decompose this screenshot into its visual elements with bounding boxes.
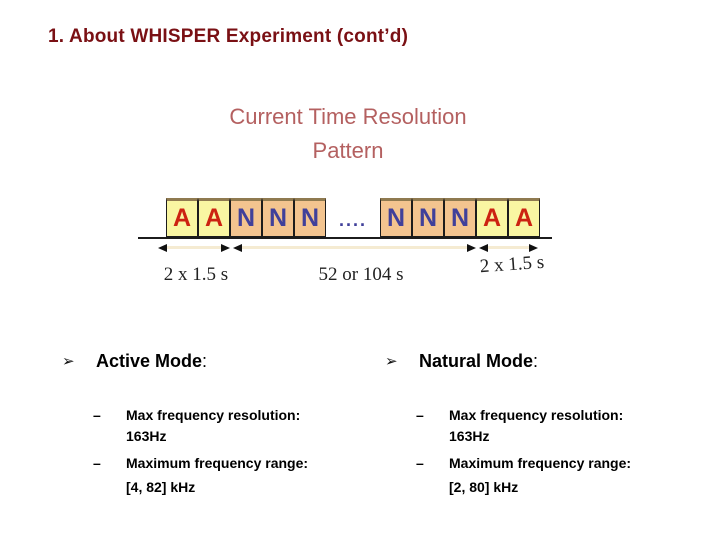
timeline-cell-natural: N — [294, 198, 326, 237]
interval-label-middle: 52 or 104 s — [318, 264, 404, 285]
arrow-shaft — [242, 246, 467, 249]
time-resolution-diagram: A A N N N .... N N N A A — [0, 190, 720, 300]
arrowhead-right-icon — [529, 243, 538, 252]
item-label: Maximum frequency range: — [449, 455, 632, 471]
arrowhead-left-icon — [158, 243, 167, 252]
timeline-ellipsis: .... — [338, 210, 367, 230]
dash-bullet: – — [416, 455, 424, 471]
arrow-bullet-icon: ➢ — [62, 353, 75, 370]
timeline-gap: .... — [326, 198, 380, 237]
item-value: 163Hz — [126, 428, 167, 444]
timeline-cells: A A N N N .... N N N A A — [166, 198, 540, 237]
section-heading-row: ➢ Natural Mode: — [385, 351, 697, 372]
item-label: Maximum frequency range: — [126, 455, 309, 471]
timeline-cell-active: A — [198, 198, 230, 237]
list-item: – Maximum frequency range: [4, 82] kHz — [93, 453, 367, 498]
item-label: Max frequency resolution: — [126, 407, 301, 423]
section-heading-colon: : — [202, 351, 208, 371]
item-value: 163Hz — [449, 428, 490, 444]
timeline-cell-natural: N — [380, 198, 412, 237]
list-item: – Max frequency resolution: 163Hz — [93, 405, 367, 453]
interval-label-left: 2 x 1.5 s — [163, 264, 229, 285]
item-value: [2, 80] kHz — [449, 479, 519, 495]
interval-arrow-left — [158, 243, 230, 252]
page-title: 1. About WHISPER Experiment (cont’d) — [48, 26, 409, 47]
section-heading-label: Natural Mode — [419, 351, 534, 371]
section-items: – Max frequency resolution: 163Hz – Maxi… — [62, 405, 367, 498]
dash-bullet: – — [416, 407, 424, 423]
section-heading-row: ➢ Active Mode: — [62, 351, 367, 372]
arrowhead-left-icon — [479, 243, 488, 252]
list-item: – Max frequency resolution: 163Hz — [416, 405, 697, 453]
list-item: – Maximum frequency range: [2, 80] kHz — [416, 453, 697, 498]
timeline-cell-natural: N — [230, 198, 262, 237]
arrow-shaft — [167, 246, 221, 249]
timeline-cell-active: A — [508, 198, 540, 237]
dash-bullet: – — [93, 455, 101, 471]
timeline-cell-natural: N — [444, 198, 476, 237]
item-value: [4, 82] kHz — [126, 479, 196, 495]
section-heading-label: Active Mode — [96, 351, 203, 371]
timeline-cell-natural: N — [412, 198, 444, 237]
interval-arrow-middle — [233, 243, 476, 252]
arrowhead-right-icon — [221, 243, 230, 252]
timeline-axis — [138, 237, 552, 239]
item-label: Max frequency resolution: — [449, 407, 624, 423]
natural-mode-section: ➢ Natural Mode: – Max frequency resoluti… — [385, 351, 697, 498]
interval-label-right: 2 x 1.5 s — [479, 251, 545, 278]
arrowhead-right-icon — [467, 243, 476, 252]
timeline-cell-active: A — [476, 198, 508, 237]
section-heading: Natural Mode: — [419, 351, 538, 372]
arrow-bullet-icon: ➢ — [385, 353, 398, 370]
subtitle-line-1: Current Time Resolution — [229, 104, 467, 129]
active-mode-section: ➢ Active Mode: – Max frequency resolutio… — [62, 351, 367, 498]
interval-arrow-right — [479, 243, 538, 252]
dash-bullet: – — [93, 407, 101, 423]
timeline-cell-natural: N — [262, 198, 294, 237]
timeline-cell-active: A — [166, 198, 198, 237]
subtitle-line-2: Pattern — [312, 138, 384, 163]
arrow-shaft — [488, 246, 529, 249]
section-heading-colon: : — [533, 351, 539, 371]
section-items: – Max frequency resolution: 163Hz – Maxi… — [385, 405, 697, 498]
arrowhead-left-icon — [233, 243, 242, 252]
section-heading: Active Mode: — [96, 351, 207, 372]
subtitle: Current Time Resolution Pattern — [148, 100, 548, 168]
